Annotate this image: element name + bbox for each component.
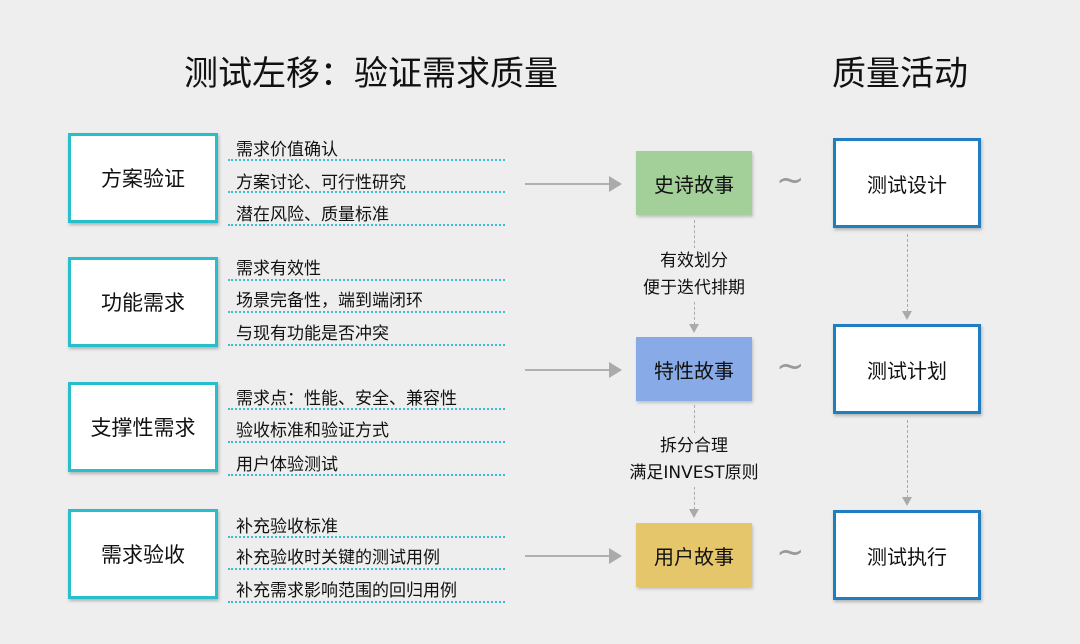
divider: [228, 191, 505, 193]
divider: [228, 536, 505, 538]
activity-test-execution: 测试执行: [833, 510, 981, 600]
arrow-right: [525, 362, 622, 378]
note-line: 有效划分: [660, 251, 728, 271]
tilde-icon: ~: [776, 532, 805, 572]
divider: [228, 311, 505, 313]
group-item: 需求有效性: [236, 259, 321, 279]
tilde-icon: ~: [776, 160, 805, 200]
tilde-icon: ~: [776, 346, 805, 386]
divider: [228, 159, 505, 161]
story-feature: 特性故事: [636, 337, 752, 401]
divider: [228, 568, 505, 570]
divider: [228, 279, 505, 281]
group-item: 用户体验测试: [236, 455, 338, 475]
group-item: 验收标准和验证方式: [236, 421, 389, 441]
group-item: 补充需求影响范围的回归用例: [236, 581, 457, 601]
activity-test-design: 测试设计: [833, 138, 981, 228]
divider: [228, 224, 505, 226]
group-item: 与现有功能是否冲突: [236, 324, 389, 344]
right-title: 质量活动: [832, 54, 968, 94]
group-item: 方案讨论、可行性研究: [236, 173, 406, 193]
group-box-4: 需求验收: [68, 509, 218, 599]
dashed-arrow-down: [902, 234, 912, 320]
group-item: 补充验收时关键的测试用例: [236, 548, 440, 568]
divider: [228, 344, 505, 346]
note-split-1: 有效划分便于迭代排期: [604, 248, 784, 302]
story-epic: 史诗故事: [636, 151, 752, 215]
activity-test-plan: 测试计划: [833, 324, 981, 414]
divider: [228, 441, 505, 443]
note-line: 便于迭代排期: [643, 278, 745, 298]
group-item: 补充验收标准: [236, 517, 338, 537]
group-item: 潜在风险、质量标准: [236, 205, 389, 225]
note-line: 拆分合理: [660, 436, 728, 456]
group-item: 需求价值确认: [236, 140, 338, 160]
group-box-3: 支撑性需求: [68, 382, 218, 472]
left-title: 测试左移：验证需求质量: [184, 54, 558, 94]
dashed-arrow-down: [902, 420, 912, 506]
group-box-2: 功能需求: [68, 257, 218, 347]
story-user: 用户故事: [636, 523, 752, 587]
group-box-1: 方案验证: [68, 133, 218, 223]
divider: [228, 408, 505, 410]
divider: [228, 601, 505, 603]
arrow-right: [525, 176, 622, 192]
note-line: 满足INVEST原则: [629, 463, 759, 483]
group-item: 场景完备性，端到端闭环: [236, 291, 423, 311]
note-split-2: 拆分合理满足INVEST原则: [604, 433, 784, 487]
divider: [228, 474, 505, 476]
arrow-right: [525, 548, 622, 564]
group-item: 需求点：性能、安全、兼容性: [236, 389, 457, 409]
